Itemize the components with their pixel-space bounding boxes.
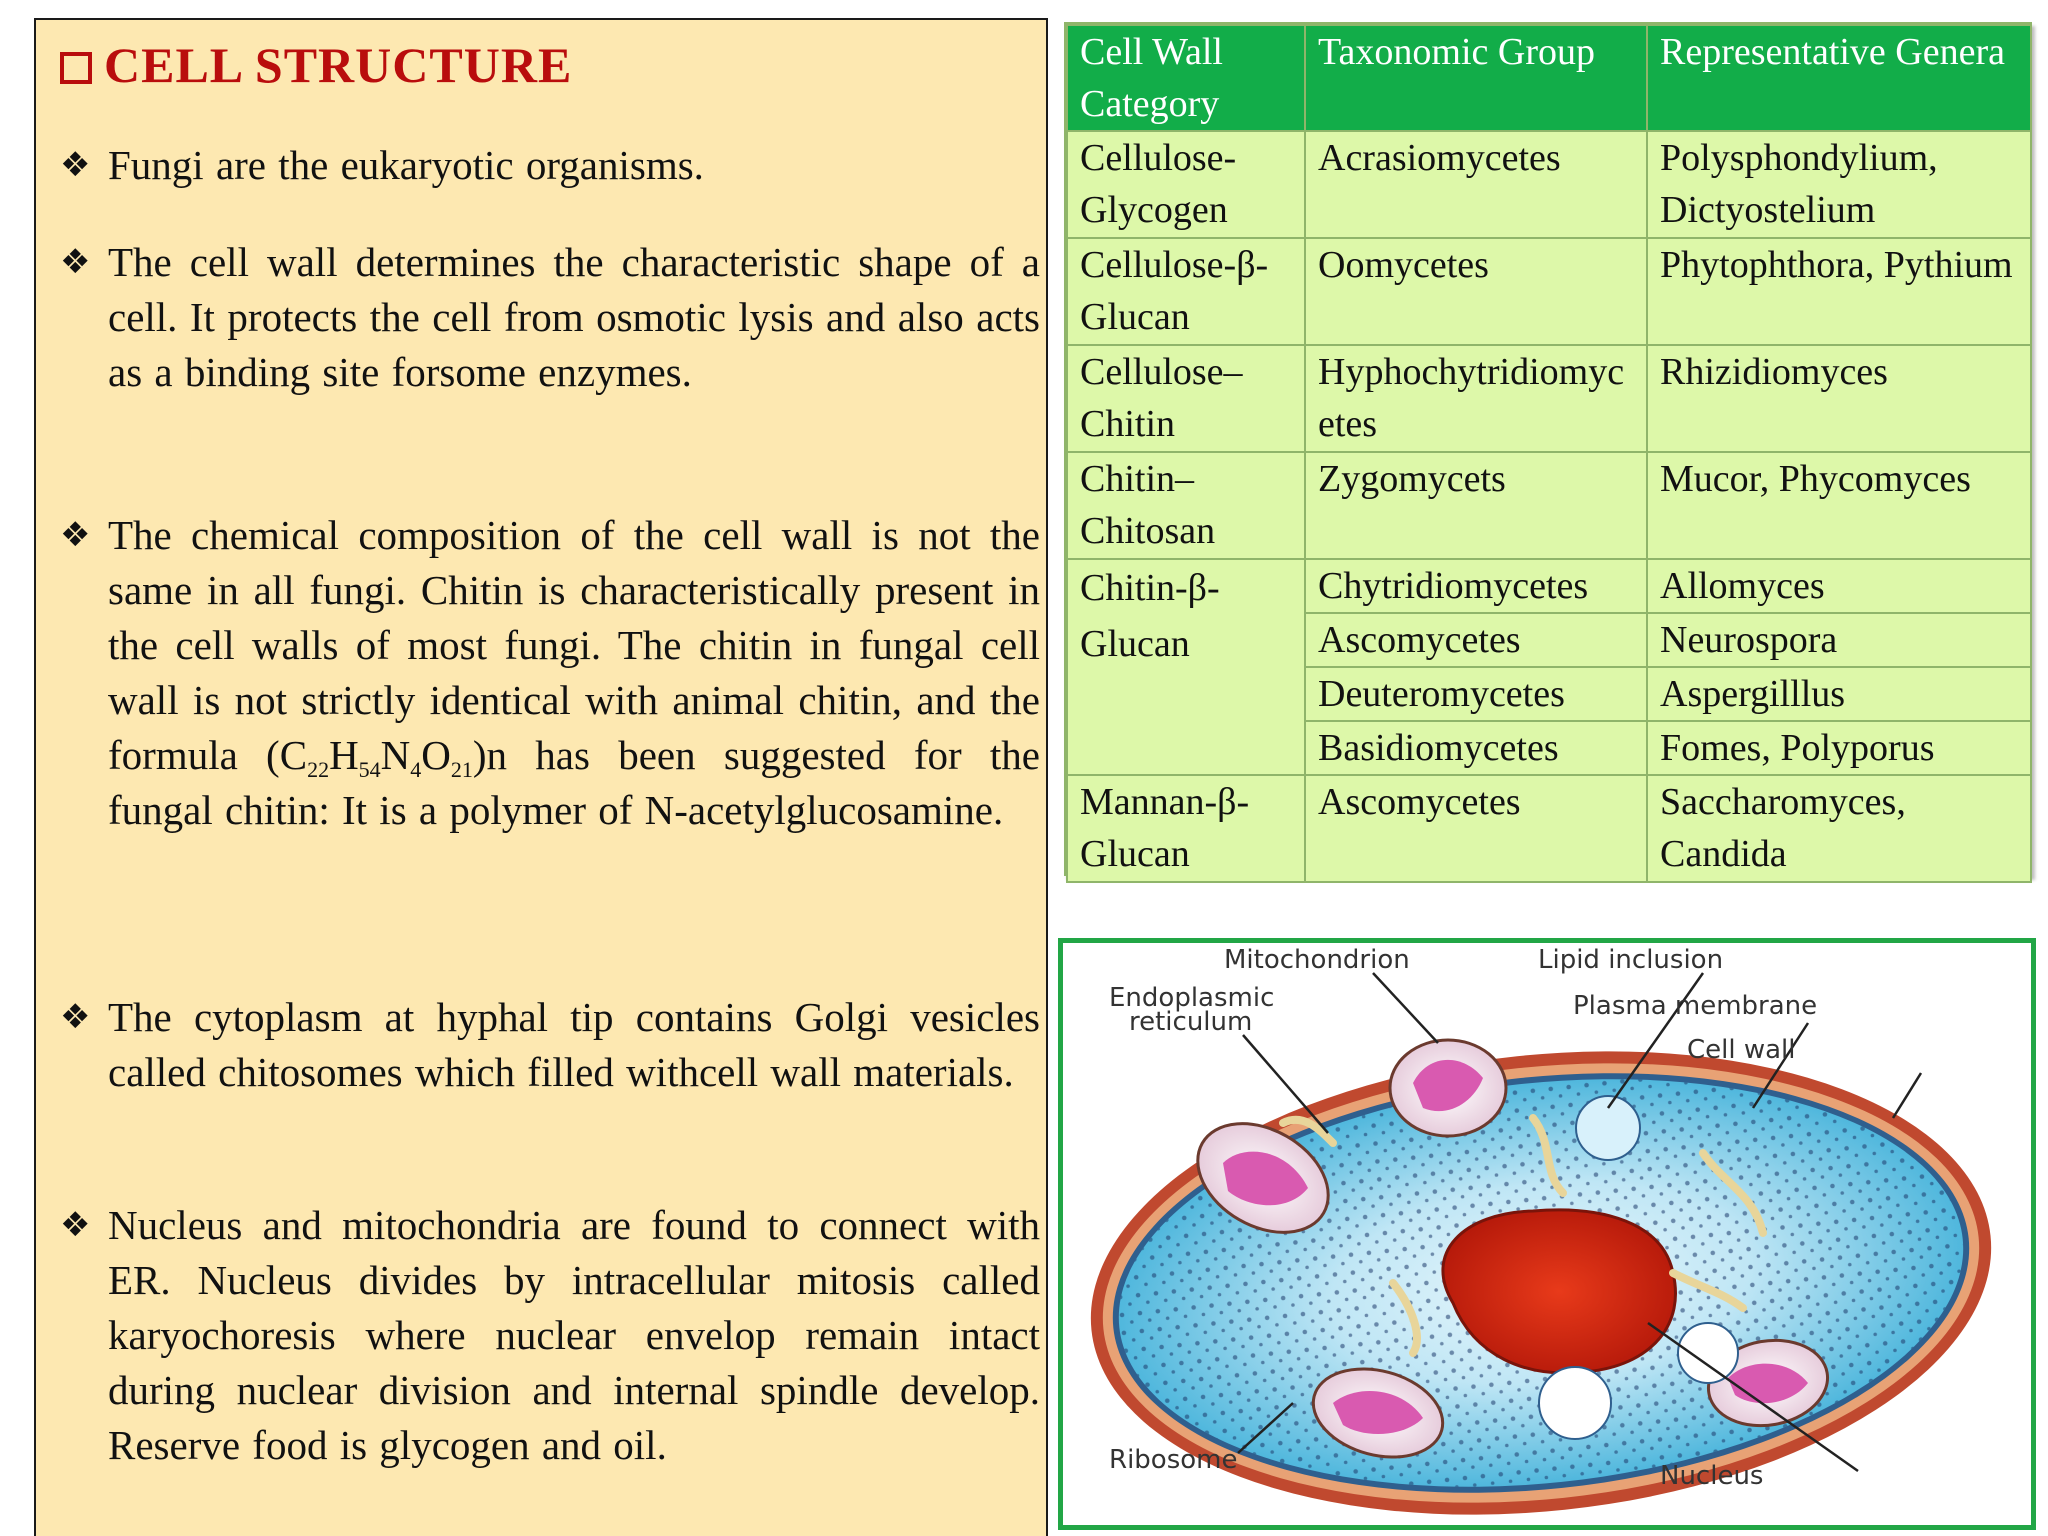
label-endoplasmic: Endoplasmic: [1109, 983, 1275, 1013]
label-mitochondrion: Mitochondrion: [1224, 945, 1410, 975]
leader-lines: [1237, 972, 1923, 1473]
table-cell: Phytophthora, Pythium: [1646, 237, 2032, 346]
table-cell: Saccharomyces, Candida: [1646, 774, 2032, 883]
table-row: Cellulose-β-Glucan Oomycetes Phytophthor…: [1066, 237, 2032, 346]
column-header-category: Cell Wall Category: [1066, 24, 1306, 132]
table-row: Basidiomycetes Fomes, Polyporus: [1067, 720, 2032, 776]
label-lipid-inclusion: Lipid inclusion: [1538, 945, 1724, 975]
table-header-row: Cell Wall Category Taxonomic Group Repre…: [1066, 24, 2032, 132]
table-row: Ascomycetes Neurospora: [1067, 612, 2032, 668]
table-cell: Acrasiomycetes: [1304, 130, 1648, 239]
table-cell: Hyphochytridiomycetes: [1304, 344, 1648, 453]
column-header-group: Taxonomic Group: [1304, 24, 1648, 132]
table-cell: Mannan-β-Glucan: [1066, 774, 1306, 883]
table-cell: Fomes, Polyporus: [1646, 720, 2032, 776]
table-cell: Mucor, Phycomyces: [1646, 451, 2032, 560]
table-row: Chitin-β-Glucan Chytridiomycetes Allomyc…: [1066, 558, 2032, 776]
fungal-cell-diagram: Mitochondrion Lipid inclusion Endoplasmi…: [1058, 938, 2036, 1530]
table-cell: Oomycetes: [1304, 237, 1648, 346]
bullet-item: ❖ The cytoplasm at hyphal tip contains G…: [60, 990, 1040, 1100]
endoplasmic-reticulum: [1529, 1114, 1567, 1197]
diamond-bullet-icon: ❖: [60, 997, 91, 1037]
table-row: Mannan-β-Glucan Ascomycetes Saccharomyce…: [1066, 774, 2032, 883]
endoplasmic-reticulum: [1389, 1279, 1421, 1357]
bullet-item: ❖ Nucleus and mitochondria are found to …: [60, 1198, 1040, 1473]
mitochondrion: [1196, 1122, 1330, 1234]
bullet-item: ❖ The cell wall determines the character…: [60, 235, 1040, 400]
mitochondrion: [1388, 1038, 1508, 1138]
cell-wall-table: Cell Wall Category Taxonomic Group Repre…: [1064, 22, 2032, 883]
table-cell: Basidiomycetes: [1304, 720, 1648, 776]
diamond-bullet-icon: ❖: [60, 515, 91, 555]
table-cell: Zygomycets: [1304, 451, 1648, 560]
text-panel: CELL STRUCTURE ❖ Fungi are the eukaryoti…: [34, 18, 1048, 1536]
label-ribosome: Ribosome: [1109, 1445, 1238, 1475]
table-cell: Chitin-β-Glucan: [1066, 558, 1306, 776]
label-plasma-membrane: Plasma membrane: [1573, 991, 1818, 1021]
table-row: Cellulose–Chitin Hyphochytridiomycetes R…: [1066, 344, 2032, 453]
diamond-bullet-icon: ❖: [60, 242, 91, 282]
endoplasmic-reticulum: [1699, 1149, 1767, 1237]
bullet-item: ❖ The chemical composition of the cell w…: [60, 508, 1040, 838]
table-cell: Ascomycetes: [1304, 774, 1648, 883]
chitin-paragraph: The chemical composition of the cell wal…: [108, 512, 1041, 833]
table-cell: Chytridiomycetes: [1304, 558, 1648, 614]
table-cell: Ascomycetes: [1304, 612, 1648, 668]
table-cell: Deuteromycetes: [1304, 666, 1648, 722]
table-cell: Rhizidiomyces: [1646, 344, 2032, 453]
table-row: Chitin–Chitosan Zygomycets Mucor, Phycom…: [1066, 451, 2032, 560]
table-cell: Cellulose-Glycogen: [1066, 130, 1306, 239]
diamond-bullet-icon: ❖: [60, 145, 91, 185]
lipid-inclusion: [1575, 1095, 1641, 1161]
endoplasmic-reticulum: [1669, 1269, 1747, 1312]
table-cell: Cellulose-β-Glucan: [1066, 237, 1306, 346]
label-reticulum: reticulum: [1129, 1007, 1253, 1037]
table-row: Deuteromycetes Aspergilllus: [1067, 666, 2032, 722]
vacuole: [1538, 1366, 1612, 1440]
label-nucleus: Nucleus: [1660, 1461, 1764, 1491]
endoplasmic-reticulum: [1279, 1115, 1337, 1147]
mitochondrion: [1311, 1367, 1445, 1459]
table-cell: Neurospora: [1646, 612, 2032, 668]
page-title: CELL STRUCTURE: [60, 36, 572, 94]
bullet-item: ❖ Fungi are the eukaryotic organisms.: [60, 138, 1040, 193]
table-row: Cellulose-Glycogen Acrasiomycetes Polysp…: [1066, 130, 2032, 239]
checkbox-square-icon: [60, 52, 92, 84]
table-cell: Chitin–Chitosan: [1066, 451, 1306, 560]
diamond-bullet-icon: ❖: [60, 1205, 91, 1245]
label-cell-wall: Cell wall: [1687, 1035, 1796, 1065]
cell-illustration: [1090, 972, 1992, 1515]
table-cell: Cellulose–Chitin: [1066, 344, 1306, 453]
table-cell: Polysphondylium, Dictyostelium: [1646, 130, 2032, 239]
column-header-genera: Representative Genera: [1646, 24, 2032, 132]
vacuole: [1677, 1322, 1739, 1384]
table-cell: Aspergilllus: [1646, 666, 2032, 722]
table-cell: Allomyces: [1646, 558, 2032, 614]
